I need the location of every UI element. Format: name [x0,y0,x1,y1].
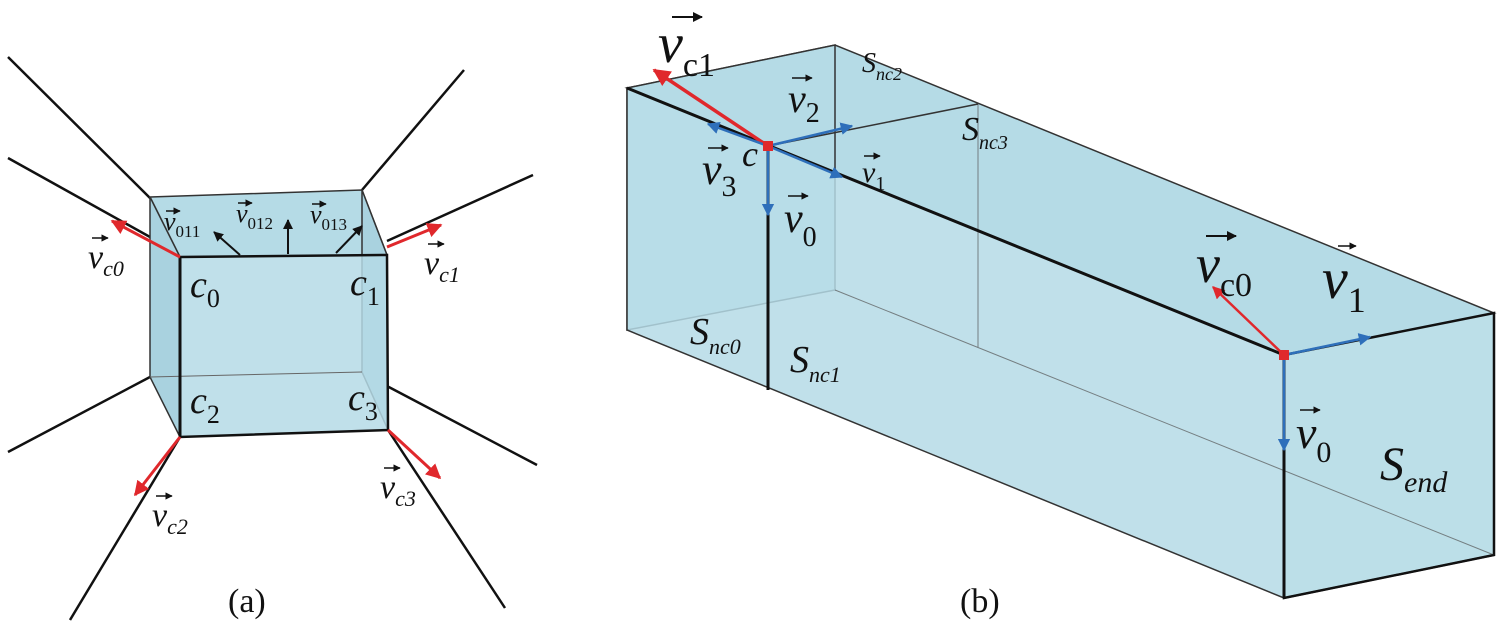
svg-text:v0: v0 [784,196,817,253]
normal-arrow-013 [335,225,363,254]
cube-a-back-edge [149,371,363,378]
vector-label-v0-big: v0 [1296,406,1331,469]
svg-text:v0: v0 [1296,407,1331,469]
corner-arrow-c3 [386,428,442,480]
surface-label-snc1: Snc1 [790,339,841,387]
box-top-front-edge [626,86,1285,357]
vector-label-vc0: vc0 [1196,231,1252,304]
normal-label-013: v013 [310,200,347,234]
svg-text:v2: v2 [788,76,820,129]
corner-label-c3: c3 [348,377,378,426]
vector-arrow-vc1 [652,68,769,148]
panel-a: c0 c1 c2 c3 v011 v012 v013 vc0 vc1 vc2 [7,56,538,621]
surface-label-snc2: Snc2 [862,48,902,84]
point-label-c: c [742,134,758,174]
corner-label-c1: c1 [350,262,380,311]
vector-arrow-v1-small [767,144,844,179]
svg-text:v011: v011 [164,207,200,241]
vector-label-vc0: vc0 [88,234,124,281]
vector-arrow-vc0 [1212,286,1285,356]
svg-text:vc0: vc0 [88,239,124,281]
vector-label-vc1: vc1 [658,12,715,84]
point-end-marker [1279,350,1289,360]
vector-arrow-v3 [706,122,769,148]
panel-b-caption: (b) [960,583,1000,620]
vector-label-v2: v2 [788,74,820,129]
svg-text:vc2: vc2 [152,497,188,539]
vector-arrow-v2 [767,122,854,148]
vector-label-v1-small: v1 [862,152,885,195]
surface-label-snc3: Snc3 [962,111,1008,154]
svg-text:v1: v1 [1322,246,1366,320]
panel-b: vc1 v2 v3 c v1 v0 vc0 v1 v0 [624,12,1497,620]
svg-text:v3: v3 [702,145,737,203]
corner-arrow-c1 [386,223,443,249]
section-line-top [767,103,979,147]
vector-label-v3: v3 [702,144,737,203]
svg-text:vc1: vc1 [658,13,715,84]
surface-label-snc0: Snc0 [690,311,741,359]
svg-text:vc3: vc3 [380,469,416,511]
vector-label-vc2: vc2 [152,492,188,539]
svg-text:v013: v013 [310,200,347,234]
corner-arrow-c2 [133,436,182,497]
svg-text:v1: v1 [862,156,885,195]
corner-label-c2: c2 [190,380,220,429]
svg-text:v012: v012 [236,199,273,233]
vector-label-v0-small: v0 [784,192,817,253]
svg-text:vc1: vc1 [424,245,460,287]
vector-arrow-v1-big [1283,333,1372,357]
vector-label-vc3: vc3 [380,464,416,511]
point-c-marker [763,141,773,151]
corner-label-c0: c0 [190,264,220,313]
vector-label-v1-big: v1 [1322,242,1366,320]
normal-label-012: v012 [236,199,273,233]
surface-label-send: Send [1380,438,1448,499]
normal-arrow-011 [213,231,241,256]
panel-a-caption: (a) [228,583,266,620]
normal-label-011: v011 [164,207,200,241]
box-hidden-edges [834,104,1495,556]
corner-arrow-c0 [110,219,181,259]
svg-text:vc0: vc0 [1196,234,1252,304]
vector-label-vc1: vc1 [424,240,460,287]
